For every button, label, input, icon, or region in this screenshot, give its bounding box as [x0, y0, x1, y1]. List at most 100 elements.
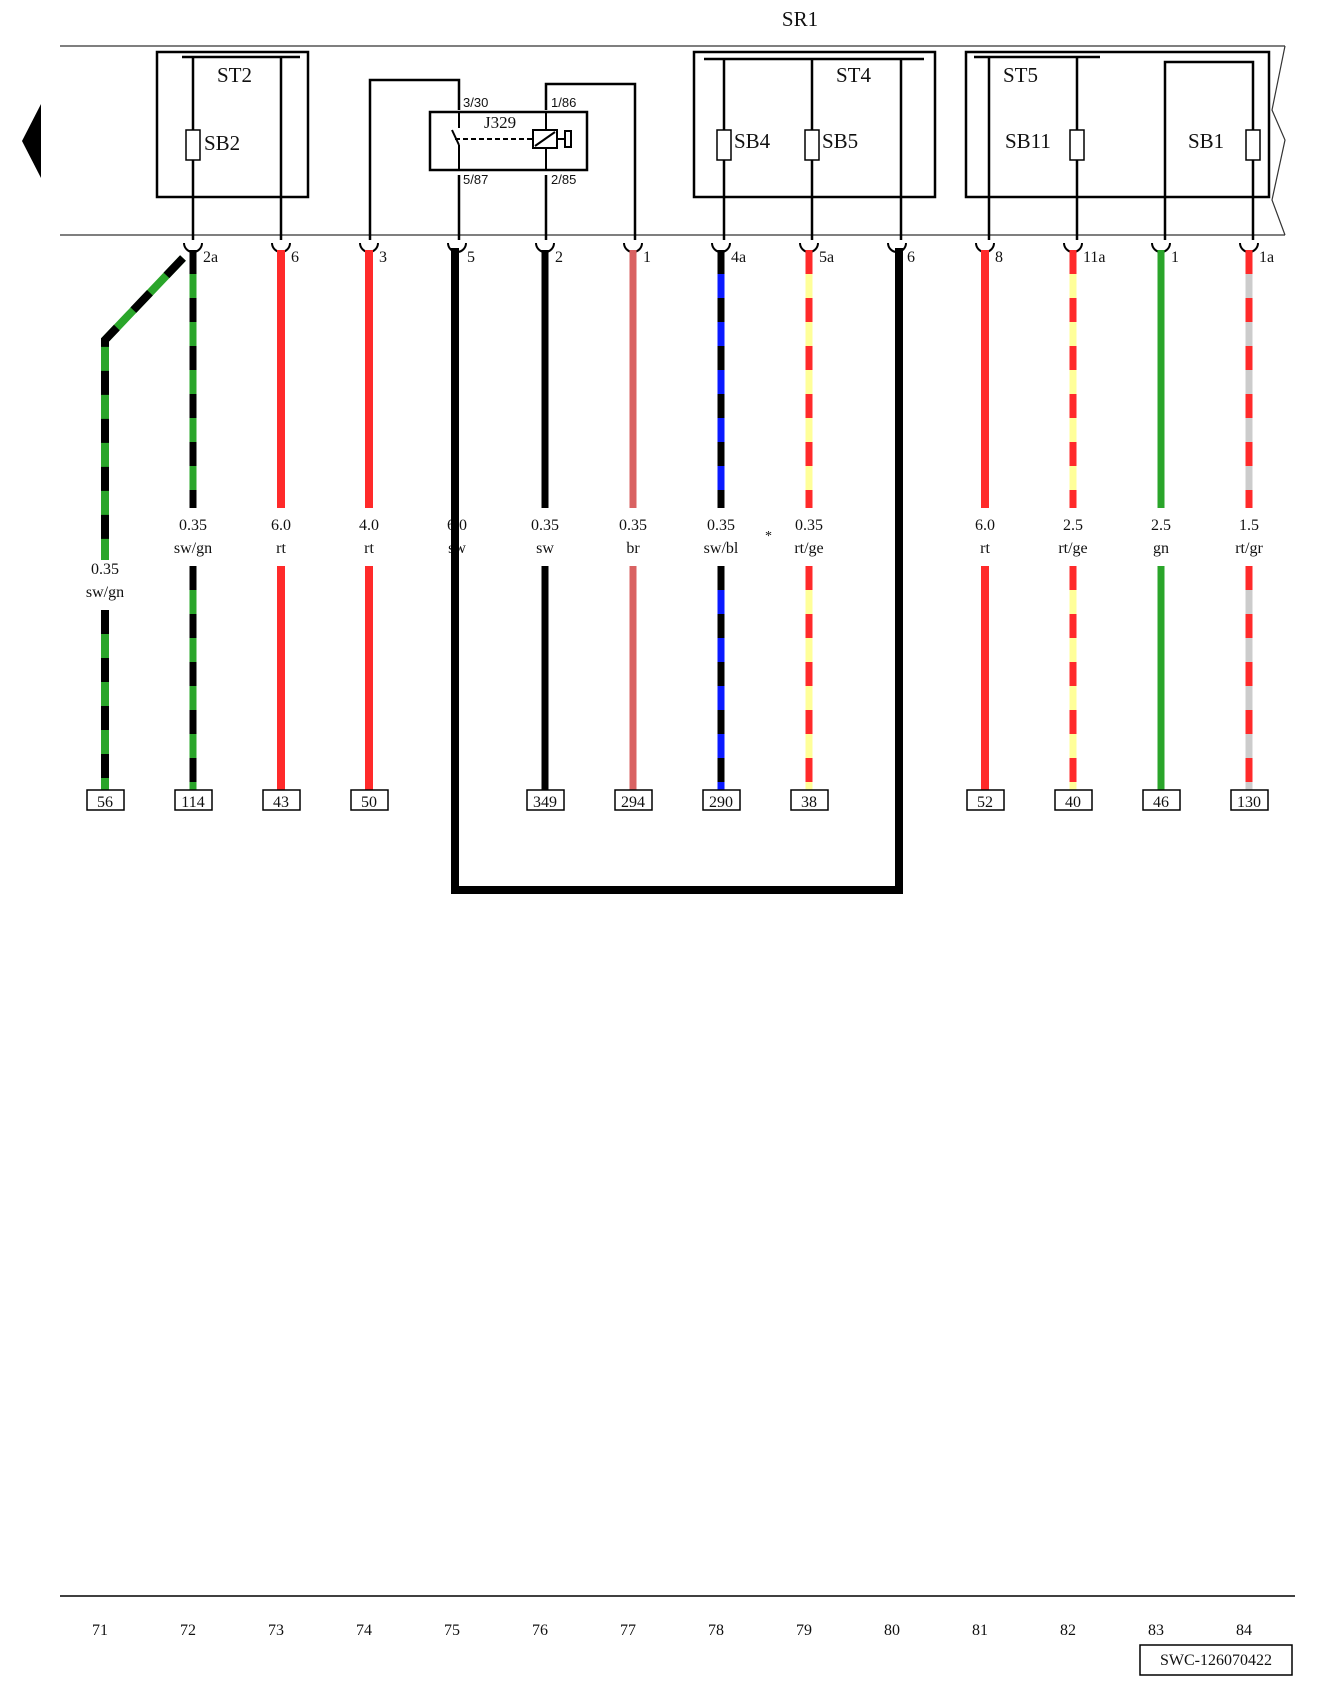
fuse-sb4: SB4 — [716, 129, 771, 161]
svg-text:SB5: SB5 — [822, 129, 858, 153]
pin-label: 5a — [819, 249, 834, 266]
grid-number: 80 — [884, 1622, 900, 1639]
wire-size: 6.0 — [271, 517, 291, 534]
pin-label: 6 — [291, 249, 299, 266]
ref-number[interactable]: 349 — [533, 794, 557, 811]
ref-box — [790, 789, 829, 811]
wire-color-code: rt — [980, 540, 990, 557]
pin-label: 1 — [643, 249, 651, 266]
previous-page-arrow-icon[interactable] — [22, 104, 41, 178]
ref-box — [1054, 789, 1093, 811]
ref-box — [614, 789, 653, 811]
ref-number[interactable]: 38 — [801, 794, 817, 811]
grid-number: 82 — [1060, 1622, 1076, 1639]
grid-number: 84 — [1236, 1622, 1252, 1639]
ref-box — [262, 789, 301, 811]
grid-number: 78 — [708, 1622, 724, 1639]
svg-text:SB11: SB11 — [1005, 129, 1051, 153]
pin-label: 1a — [1259, 249, 1274, 266]
svg-text:J329: J329 — [484, 113, 516, 132]
grid-number: 76 — [532, 1622, 548, 1639]
ref-box — [526, 789, 565, 811]
box-st2 — [155, 50, 310, 199]
ref-number[interactable]: 56 — [97, 794, 113, 811]
wire-color-code: rt/ge — [1058, 540, 1087, 557]
ref-number[interactable]: 52 — [977, 794, 993, 811]
wire-color-code: br — [626, 540, 640, 557]
grid-number: 71 — [92, 1622, 108, 1639]
pin-label: 8 — [995, 249, 1003, 266]
ref-box — [86, 789, 125, 811]
wire-size: 0.35 — [531, 517, 559, 534]
wire-size: 1.5 — [1239, 517, 1259, 534]
wire-size: 2.5 — [1151, 517, 1171, 534]
fuse-carrier-outline — [60, 45, 1286, 236]
fuse-sb1: SB1 — [1188, 129, 1261, 161]
wire-size: 0.35 — [91, 561, 119, 578]
wire-size: 0.35 — [707, 517, 735, 534]
wire-color-code: rt/ge — [794, 540, 823, 557]
wire-71-upper-stripe — [101, 255, 186, 560]
pin-label: 1 — [1171, 249, 1179, 266]
pin-label: 11a — [1083, 249, 1106, 266]
ref-box — [1142, 789, 1181, 811]
svg-text:1/86: 1/86 — [551, 95, 576, 110]
fuse-sb2: SB2 — [185, 129, 240, 161]
ref-box — [1230, 789, 1269, 811]
doc-id-box — [1139, 1644, 1293, 1676]
pin-label: 4a — [731, 249, 746, 266]
grid-number: 75 — [444, 1622, 460, 1639]
grid-number: 77 — [620, 1622, 636, 1639]
box-st2-label: ST2 — [217, 63, 252, 87]
wire-size: 6.0 — [975, 517, 995, 534]
wire-size: 2.5 — [1063, 517, 1083, 534]
ref-number[interactable]: 130 — [1237, 794, 1261, 811]
ref-box — [174, 789, 213, 811]
wire-size: 4.0 — [359, 517, 379, 534]
grid-number: 73 — [268, 1622, 284, 1639]
relay-j329: J329 3/30 1/86 5/87 2/85 — [428, 95, 589, 187]
box-st4-label: ST4 — [836, 63, 872, 87]
wires-layer: 0.35sw/gn562a0.35sw/gn11466.0rt4334.0rt5… — [86, 242, 1274, 811]
wire-color-code: rt — [276, 540, 286, 557]
fuse-sb11: SB11 — [1005, 129, 1085, 161]
svg-text:5/87: 5/87 — [463, 172, 488, 187]
box-st4 — [692, 50, 937, 199]
ref-number[interactable]: 40 — [1065, 794, 1081, 811]
svg-text:SB1: SB1 — [1188, 129, 1224, 153]
grid-number: 81 — [972, 1622, 988, 1639]
ref-number[interactable]: 294 — [621, 794, 645, 811]
wire-size: 0.35 — [619, 517, 647, 534]
grid-number: 72 — [180, 1622, 196, 1639]
wire-color-code: sw/gn — [86, 584, 124, 601]
ref-box — [350, 789, 389, 811]
wire-color-code: sw/bl — [704, 540, 739, 557]
box-st5 — [964, 50, 1271, 199]
wire-loop-75-80 — [451, 248, 903, 894]
wire-color-code: sw — [536, 540, 554, 557]
pin-label: 5 — [467, 249, 475, 266]
ref-box — [966, 789, 1005, 811]
doc-id: SWC-126070422 — [1160, 1652, 1272, 1669]
pin-label: 3 — [379, 249, 387, 266]
box-st5-label: ST5 — [1003, 63, 1038, 87]
ref-number[interactable]: 290 — [709, 794, 733, 811]
pin-label: 6 — [907, 249, 915, 266]
grid-number: 79 — [796, 1622, 812, 1639]
ref-box — [702, 789, 741, 811]
wire-size: 0.35 — [179, 517, 207, 534]
svg-text:3/30: 3/30 — [463, 95, 488, 110]
wire-color-code: gn — [1153, 540, 1169, 557]
svg-text:SB2: SB2 — [204, 131, 240, 155]
ref-number[interactable]: 50 — [361, 794, 377, 811]
pin-label: 2a — [203, 249, 218, 266]
wire-color-code: sw/gn — [174, 540, 212, 557]
wire-color-code: rt — [364, 540, 374, 557]
ref-number[interactable]: 114 — [181, 794, 204, 811]
pin-label: 2 — [555, 249, 563, 266]
ref-number[interactable]: 46 — [1153, 794, 1169, 811]
wire-color-code: rt/gr — [1235, 540, 1263, 557]
ref-number[interactable]: 43 — [273, 794, 289, 811]
